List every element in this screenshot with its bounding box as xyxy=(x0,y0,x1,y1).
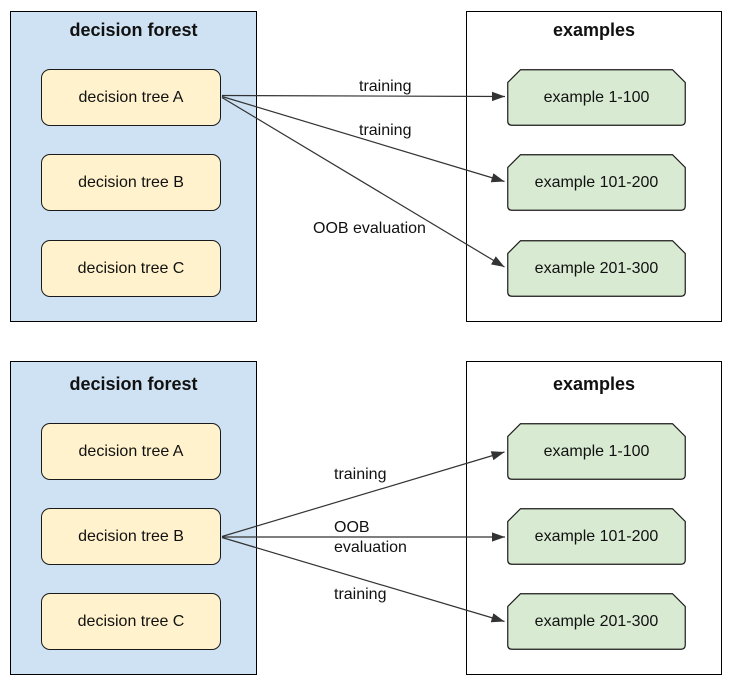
example-node-label: example 201-300 xyxy=(534,259,659,277)
example-node-101-200: example 101-200 xyxy=(507,154,686,211)
tree-node-c: decision tree C xyxy=(41,593,221,650)
card-shape xyxy=(507,154,686,211)
examples-title: examples xyxy=(552,374,636,394)
arrow-label-training-2: training xyxy=(334,586,387,603)
examples-title: examples xyxy=(552,20,636,40)
decision-forest-title: decision forest xyxy=(69,374,198,394)
example-node-label: example 1-100 xyxy=(543,88,650,106)
arrow-label-training-2: training xyxy=(359,122,412,139)
example-node-201-300: example 201-300 xyxy=(507,240,686,297)
card-shape xyxy=(507,240,686,297)
tree-node-a-label: decision tree A xyxy=(78,442,184,460)
example-node-label: example 201-300 xyxy=(534,612,659,630)
arrow-label-training-1: training xyxy=(334,466,387,483)
card-shape xyxy=(507,508,686,565)
tree-node-b-label: decision tree B xyxy=(78,527,184,545)
arrow-label-oob-evaluation: OOB evaluation xyxy=(313,220,426,237)
tree-node-b: decision tree B xyxy=(41,154,221,211)
decision-forest-title: decision forest xyxy=(69,20,198,40)
tree-node-b: decision tree B xyxy=(41,508,221,565)
card-shape xyxy=(507,69,686,126)
example-node-1-100: example 1-100 xyxy=(507,69,686,126)
tree-node-c: decision tree C xyxy=(41,240,221,297)
tree-node-b-label: decision tree B xyxy=(78,173,184,191)
example-node-1-100: example 1-100 xyxy=(507,423,686,480)
card-shape xyxy=(507,423,686,480)
example-node-label: example 101-200 xyxy=(534,173,659,191)
tree-node-c-label: decision tree C xyxy=(77,612,185,630)
example-node-101-200: example 101-200 xyxy=(507,508,686,565)
card-shape xyxy=(507,593,686,650)
tree-node-a-label: decision tree A xyxy=(78,88,184,106)
tree-node-c-label: decision tree C xyxy=(77,259,185,277)
example-node-label: example 1-100 xyxy=(543,442,650,460)
example-node-label: example 101-200 xyxy=(534,527,659,545)
arrow-label-oob-evaluation: OOB evaluation xyxy=(334,519,407,556)
tree-node-a: decision tree A xyxy=(41,69,221,126)
example-node-201-300: example 201-300 xyxy=(507,593,686,650)
arrow-label-training-1: training xyxy=(359,78,412,95)
tree-node-a: decision tree A xyxy=(41,423,221,480)
